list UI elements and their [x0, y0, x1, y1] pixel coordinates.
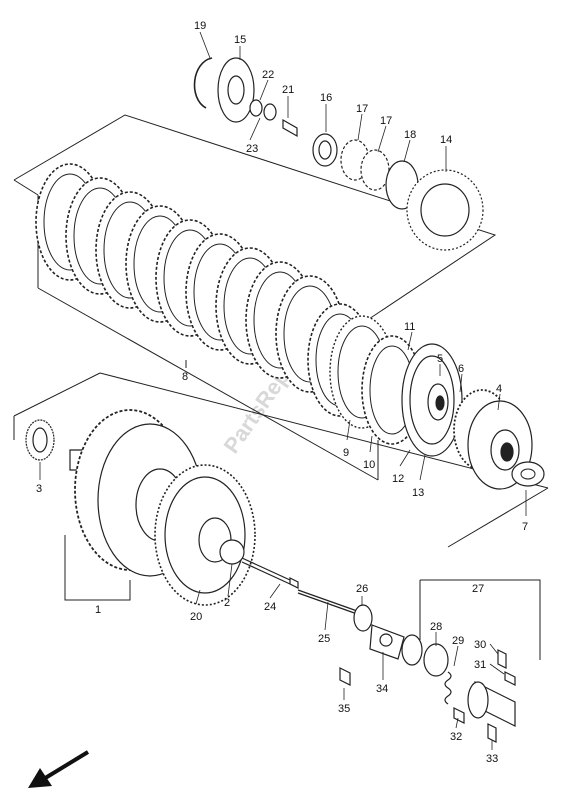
label-34: 34 — [376, 683, 388, 695]
label-33: 33 — [486, 753, 498, 765]
label-24: 24 — [264, 601, 276, 613]
label-3: 3 — [36, 483, 42, 495]
label-16: 16 — [320, 92, 332, 104]
label-2: 2 — [224, 597, 230, 609]
label-18: 18 — [404, 129, 416, 141]
label-6: 6 — [458, 363, 464, 375]
push-rods — [241, 557, 361, 616]
clutch-slave-cylinder — [401, 634, 516, 743]
label-14: 14 — [440, 134, 452, 146]
leader-lines — [39, 31, 527, 750]
label-5: 5 — [437, 353, 443, 365]
label-20: 20 — [190, 611, 202, 623]
label-31: 31 — [474, 659, 486, 671]
label-11: 11 — [404, 321, 415, 333]
part-labels: 1 2 3 4 5 6 7 8 9 10 11 12 13 14 15 16 1… — [36, 20, 528, 765]
clutch-plate-stack — [35, 163, 423, 445]
label-17b: 17 — [380, 115, 392, 127]
label-7: 7 — [522, 521, 528, 533]
label-21: 21 — [282, 84, 294, 96]
label-12: 12 — [392, 473, 404, 485]
label-30: 30 — [474, 639, 486, 651]
label-17a: 17 — [356, 103, 368, 115]
label-32: 32 — [450, 731, 462, 743]
label-26: 26 — [356, 583, 368, 595]
label-28: 28 — [430, 621, 442, 633]
label-8: 8 — [182, 371, 188, 383]
label-1: 1 — [95, 604, 101, 616]
label-15: 15 — [234, 34, 246, 46]
pressure-plate — [401, 343, 463, 457]
label-9: 9 — [343, 447, 349, 459]
seal-and-cover — [339, 604, 405, 686]
label-25: 25 — [318, 633, 330, 645]
label-10: 10 — [363, 459, 375, 471]
label-19: 19 — [194, 20, 206, 32]
label-27: 27 — [472, 583, 484, 595]
arrow-down-left-icon — [28, 750, 90, 788]
label-23: 23 — [246, 143, 258, 155]
release-lifter-parts — [193, 57, 484, 251]
label-22: 22 — [262, 69, 274, 81]
label-29: 29 — [452, 635, 464, 647]
label-35: 35 — [338, 703, 350, 715]
clutch-hub — [453, 389, 533, 490]
label-13: 13 — [412, 487, 424, 499]
label-4: 4 — [496, 383, 502, 395]
primary-driven-gear-assembly — [25, 409, 256, 606]
